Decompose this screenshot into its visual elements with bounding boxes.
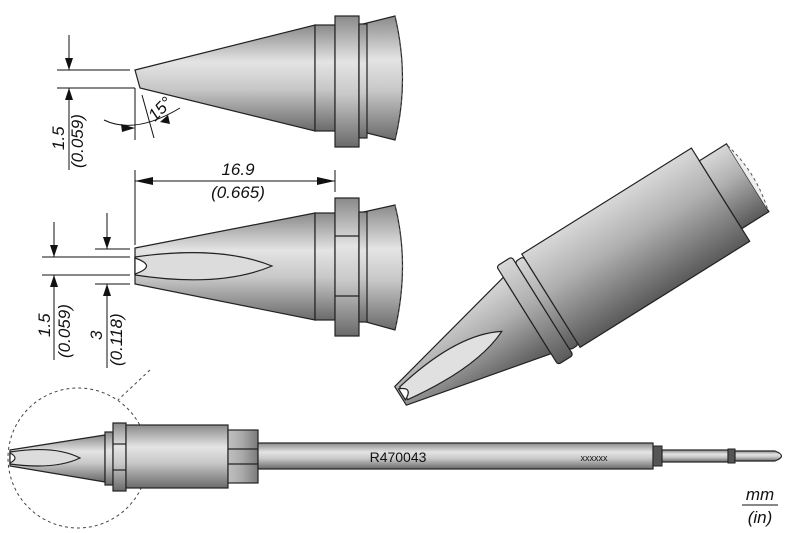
front-view-dimensions: 1.5 (0.059) 3 (0.118) [35, 213, 130, 368]
tip-front-view [134, 197, 404, 337]
top-tip-width-mm: 1.5 [49, 126, 68, 150]
top-tip-width-in: (0.059) [68, 114, 87, 168]
unit-mm: mm [746, 485, 774, 504]
inner-width-mm: 1.5 [35, 313, 54, 337]
length-mm: 16.9 [221, 160, 255, 179]
outer-width-mm: 3 [87, 330, 106, 340]
unit-in: (in) [748, 508, 773, 527]
outer-width-in: (0.118) [107, 313, 126, 366]
part-number: R470043 [370, 449, 427, 465]
cartridge-side-view: R470043 xxxxxx [7, 369, 783, 529]
inner-width-in: (0.059) [55, 304, 74, 358]
length-in: (0.665) [211, 183, 265, 202]
units-legend: mm (in) [742, 485, 778, 527]
batch-code: xxxxxx [581, 453, 609, 463]
tip-3d-view [393, 142, 770, 406]
tip-top-view [134, 15, 404, 148]
length-dimension: 16.9 (0.665) [134, 160, 336, 245]
top-view-dimensions: 1.5 (0.059) 15° [49, 35, 181, 170]
